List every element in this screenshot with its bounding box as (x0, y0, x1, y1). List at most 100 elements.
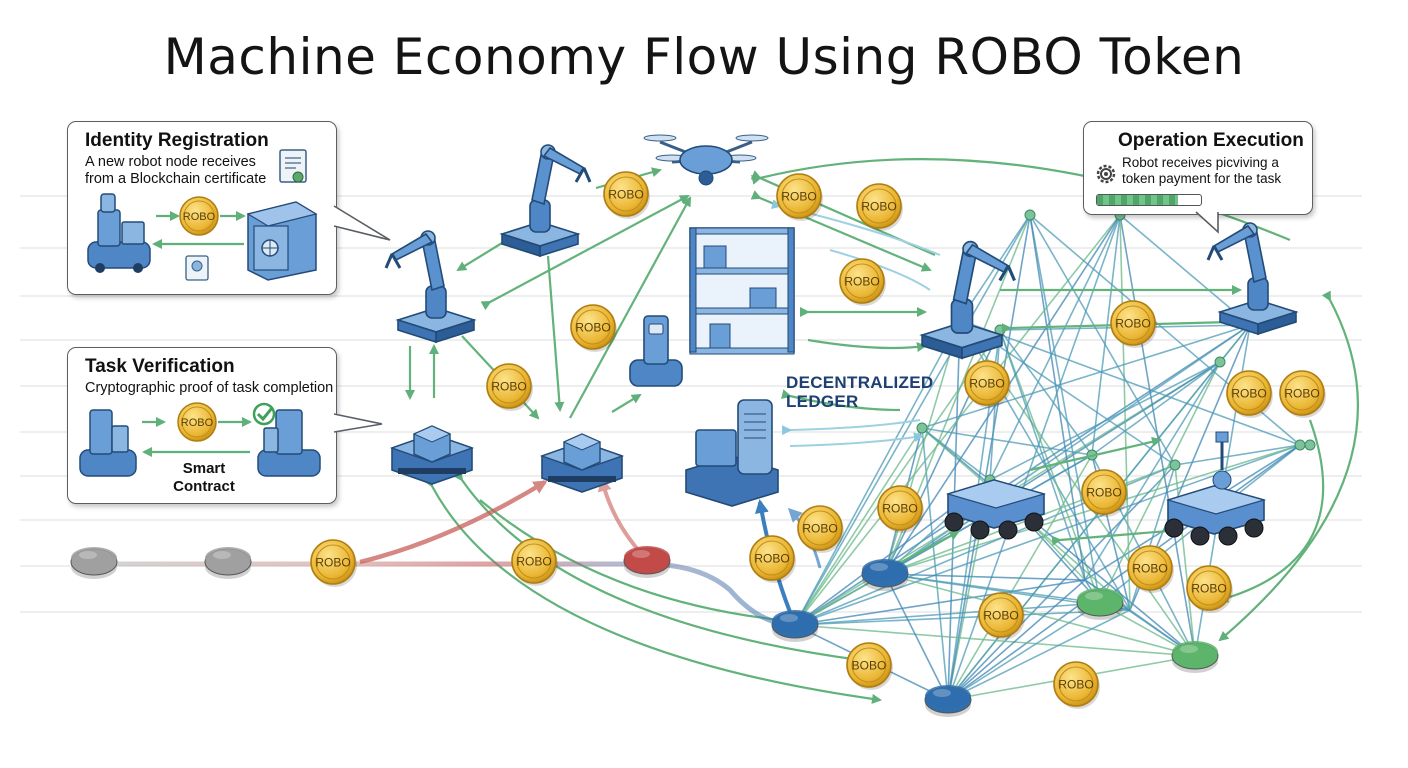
robo-coin-label: ROBO (1132, 562, 1167, 576)
service-robot-icon (629, 315, 683, 387)
mesh-edge (1091, 214, 1121, 456)
robo-coin: ROBO (1226, 370, 1273, 418)
operation-execution-panel: Operation Execution Robot receives picvi… (1083, 121, 1313, 215)
robo-coin-label: ROBO (1115, 317, 1150, 331)
robo-coin-label: ROBO (781, 190, 816, 204)
mesh-edge (1029, 214, 1086, 581)
robo-coins: ROBO ROBO ROBO ROBO ROBO ROBO ROBO ROBO ROBO ROBO… (310, 171, 1326, 709)
check-icon (252, 402, 276, 426)
robo-coin: ROBO (964, 360, 1011, 408)
mesh-edge (999, 329, 1093, 456)
robot-arm-icon (1206, 222, 1299, 336)
network-node (1171, 641, 1219, 673)
mesh-edge (989, 214, 1121, 481)
vault-icon (246, 201, 318, 281)
robot-arm-icon (384, 230, 477, 344)
mesh-edge (947, 609, 1131, 701)
network-node (861, 559, 909, 591)
robo-coin: ROBO (749, 535, 796, 583)
mesh-edge (947, 464, 1176, 701)
robo-coin-label: ROBO (802, 522, 837, 536)
robo-coin: ROBO (1279, 370, 1326, 418)
decentralized-ledger-label: DECENTRALIZED LEDGER (786, 373, 933, 411)
robo-coin: ROBO (570, 304, 617, 352)
mesh-edge (1084, 361, 1221, 581)
rover-icon (1164, 485, 1267, 546)
robo-coin-label: ROBO (969, 377, 1004, 391)
mesh-edge (884, 319, 961, 575)
mesh-edge (947, 602, 1101, 701)
mesh-edge (989, 361, 1221, 481)
robo-coin-label: ROBO (181, 417, 214, 429)
robo-coin: ROBO (177, 402, 217, 442)
mesh-edge (947, 361, 1221, 701)
robot-icon (87, 193, 151, 273)
operation-execution-line2: token payment for the task (1122, 171, 1282, 186)
robo-coin: ROBO (1186, 565, 1233, 613)
robo-coin: ROBO (877, 485, 924, 533)
smart-contract-label: Smart Contract (164, 460, 244, 496)
operation-execution-line1: Robot receives picviving a (1122, 155, 1279, 170)
robot-icon (79, 409, 137, 477)
mesh-edge (1099, 361, 1221, 604)
robo-coin-label: ROBO (1284, 387, 1319, 401)
robo-coin: ROBO (603, 171, 650, 219)
mesh-edge (921, 324, 1251, 429)
machines (384, 134, 1299, 546)
identity-registration-panel: Identity Registration A new robot node r… (67, 121, 337, 295)
mesh-edge (1119, 214, 1131, 611)
mesh-edge (947, 214, 1031, 701)
shelf-icon (689, 227, 795, 355)
task-verification-illustration: ROBO (79, 402, 321, 477)
camera-mast-icon (1212, 431, 1232, 490)
mesh-junction (1024, 209, 1036, 221)
robo-coin-label: ROBO (1086, 486, 1121, 500)
network-node (623, 546, 671, 578)
robo-coin-label: ROBO (315, 556, 350, 570)
identity-registration-line2: from a Blockchain certificate (85, 171, 267, 187)
robo-coin-label: ROBO (861, 200, 896, 214)
task-verification-title: Task Verification (85, 356, 235, 377)
robo-coin: ROBO (1127, 545, 1174, 593)
robo-coin: ROBO (310, 539, 357, 587)
page-title: Machine Economy Flow Using ROBO Token (163, 28, 1245, 86)
rover-icon (944, 479, 1047, 540)
delivery-robot-icon (389, 425, 475, 485)
robo-coin-label: ROBO (1231, 387, 1266, 401)
stamp-icon (185, 255, 209, 281)
ledger-line1: DECENTRALIZED (786, 373, 934, 392)
robo-coin-label: ROBO (1058, 678, 1093, 692)
identity-registration-title: Identity Registration (85, 130, 269, 151)
robo-coin: ROBO (1081, 469, 1128, 517)
mesh-edge (921, 427, 991, 481)
robo-coin: ROBO (511, 538, 558, 586)
certificate-icon (279, 149, 307, 183)
robo-coin-label: BOBO (852, 659, 887, 673)
robo-coin-label: ROBO (608, 188, 643, 202)
payment-progress-bar (1096, 194, 1202, 206)
verified-robot-icon (257, 409, 321, 477)
mesh-edge (921, 427, 1093, 456)
smart-contract-line2: Contract (173, 478, 235, 495)
network-node (204, 547, 252, 579)
delivery-robot-icon (539, 433, 625, 493)
payment-progress-fill (1097, 195, 1179, 205)
robo-coin: ROBO (978, 592, 1025, 640)
ledger-robot-icon (685, 399, 779, 507)
robo-coin-label: ROBO (516, 555, 551, 569)
robo-coin: ROBO (486, 363, 533, 411)
network-nodes (70, 546, 1219, 717)
mesh-edge (884, 573, 1086, 581)
robo-coin-label: ROBO (575, 321, 610, 335)
robo-coin: BOBO (846, 642, 893, 690)
mesh-edge (884, 573, 949, 701)
robot-arm-icon (499, 144, 592, 258)
robo-coin-label: ROBO (754, 552, 789, 566)
robo-coin-label: ROBO (844, 275, 879, 289)
robo-coin-label: ROBO (183, 211, 216, 223)
operation-execution-title: Operation Execution (1118, 130, 1304, 151)
robo-coin-label: ROBO (983, 609, 1018, 623)
robo-coin-label: ROBO (1191, 582, 1226, 596)
drone-icon (643, 134, 769, 186)
